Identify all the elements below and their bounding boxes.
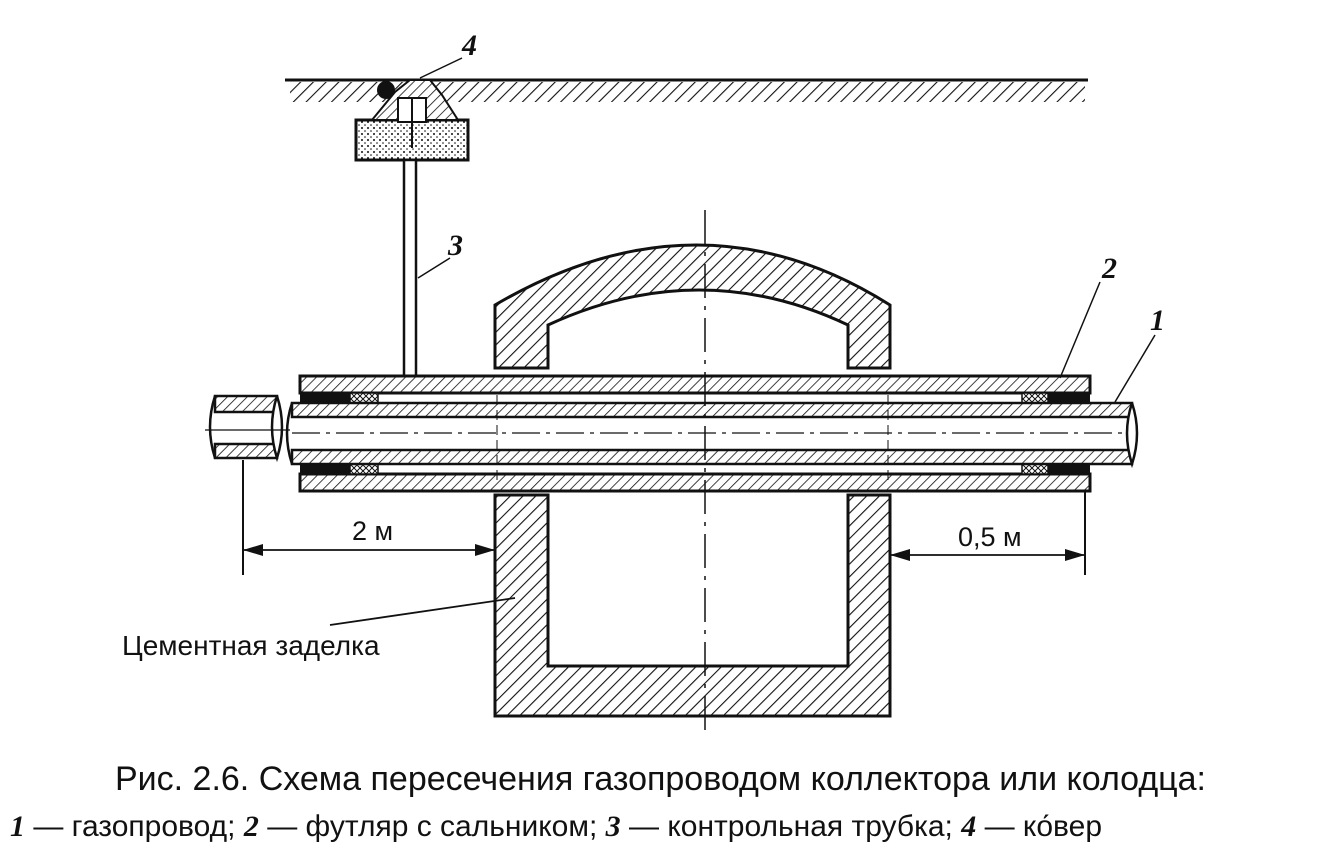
control-tube [402,158,451,378]
legend-text-2: — футляр с сальником; [267,810,598,843]
legend-text-3: — контрольная трубка; [629,810,953,843]
gas-pipe [285,334,1156,469]
legend-num-2: 2 [243,810,259,843]
collector-top [493,243,892,370]
legend-text-1: — газопровод; [33,810,236,843]
case [298,281,1101,493]
cement-leader [329,597,516,626]
legend-num-4: 4 [961,810,977,843]
caption-title: Рис. 2.6. Схема пересечения газопроводом… [114,760,1206,798]
label-pipe-number: 1 [1150,304,1165,337]
legend-num-3: 3 [605,810,621,843]
collector-bottom [493,493,892,718]
caption-legend: 1 — газопровод; 2 — футляр с сальником; … [10,810,1321,844]
label-dim-right: 0,5 м [958,522,1022,552]
label-tube-number: 3 [447,229,463,262]
cover [354,57,470,162]
dimension-right [890,490,1086,575]
label-dim-left: 2 м [352,516,393,546]
legend-text-4: — ко́вер [984,810,1103,843]
label-cover-number: 4 [461,29,477,62]
dimension-left [242,460,495,575]
label-case-number: 2 [1101,252,1117,285]
pipe-break-segment [205,394,290,463]
label-cement: Цементная заделка [122,630,380,661]
legend-num-1: 1 [10,810,25,843]
